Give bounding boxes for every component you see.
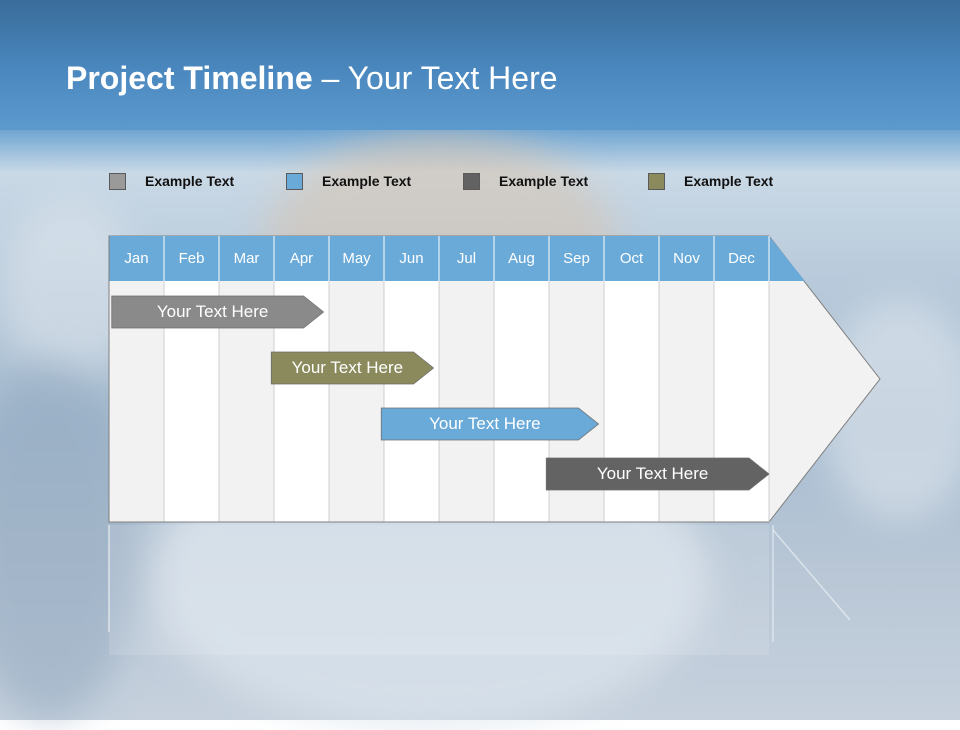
legend-swatch xyxy=(463,172,480,190)
timeline-reflection xyxy=(109,525,769,655)
page-title: Project Timeline – Your Text Here xyxy=(66,60,558,97)
month-label-jun: Jun xyxy=(399,250,424,267)
month-label-sep: Sep xyxy=(563,250,590,267)
month-label-may: May xyxy=(342,250,371,267)
task-label-1: Your Text Here xyxy=(156,302,269,321)
month-label-oct: Oct xyxy=(619,250,644,267)
task-label-4: Your Text Here xyxy=(596,464,709,483)
task-bar-2 xyxy=(270,351,435,385)
legend-item-4: Example Text xyxy=(648,171,773,191)
month-label-mar: Mar xyxy=(233,250,260,267)
legend-item-2: Example Text xyxy=(286,171,411,191)
month-label-jul: Jul xyxy=(456,250,477,267)
task-label-3: Your Text Here xyxy=(429,414,541,433)
legend-label: Example Text xyxy=(145,173,235,189)
month-label-nov: Nov xyxy=(673,250,700,267)
month-label-jan: Jan xyxy=(124,250,149,267)
title-bold: Project Timeline xyxy=(66,60,313,96)
task-bar-1 xyxy=(111,295,325,329)
month-column xyxy=(494,281,549,522)
month-label-apr: Apr xyxy=(289,250,314,267)
task-bar-4 xyxy=(545,457,770,491)
title-rest: – Your Text Here xyxy=(312,60,558,96)
legend-label: Example Text xyxy=(499,173,589,189)
month-column xyxy=(384,281,439,522)
title-band xyxy=(0,0,960,130)
legend-swatch xyxy=(286,172,303,190)
task-bar-3 xyxy=(380,407,600,441)
legend-item-1: Example Text xyxy=(109,171,234,191)
legend-swatch xyxy=(109,172,126,190)
legend-item-3: Example Text xyxy=(463,171,588,191)
month-label-dec: Dec xyxy=(728,250,755,267)
month-header-band xyxy=(109,236,805,281)
legend-label: Example Text xyxy=(322,173,412,189)
month-label-aug: Aug xyxy=(508,250,535,267)
task-label-2: Your Text Here xyxy=(291,358,404,377)
reflection-edge xyxy=(772,529,851,621)
legend-swatch xyxy=(648,172,665,190)
month-label-feb: Feb xyxy=(178,250,205,267)
legend-label: Example Text xyxy=(684,173,774,189)
